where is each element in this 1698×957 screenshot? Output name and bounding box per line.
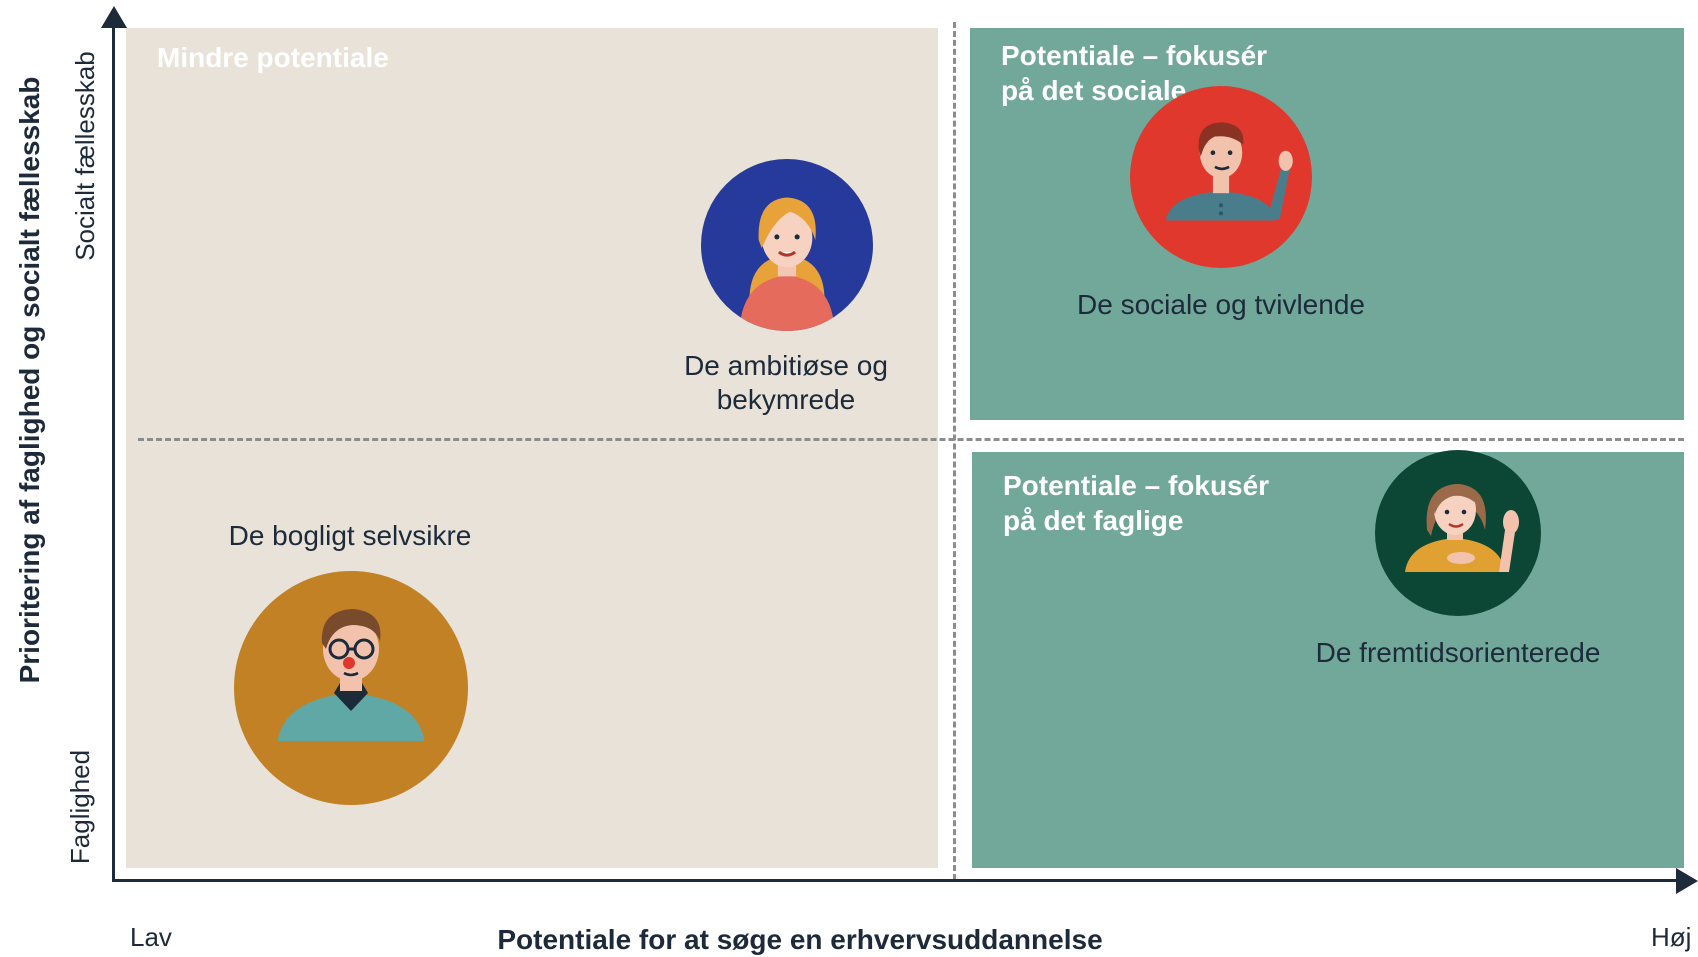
persona-label-social: De sociale og tvivlende [1077, 289, 1365, 320]
persona-label-ambitious: De ambitiøse og bekymrede [684, 350, 888, 415]
quadrant-title-social-focus: Potentiale – fokusér på det sociale [1001, 40, 1268, 106]
man-glasses-avatar-icon [278, 609, 424, 741]
y-axis-high-label: Socialt fællesskab [70, 51, 100, 261]
quadrant-title-mindre-potentiale: Mindre potentiale [157, 42, 389, 73]
x-axis-title: Potentiale for at søge en erhvervsuddann… [497, 924, 1103, 955]
x-axis-high-label: Høj [1651, 922, 1692, 952]
persona-label-future: De fremtidsorienterede [1315, 637, 1601, 668]
y-axis-low-label: Faglighed [65, 749, 95, 865]
x-axis-low-label: Lav [130, 922, 172, 952]
y-axis-title: Prioritering af faglighed og socialt fæl… [14, 76, 45, 684]
quadrant-title-academic-focus: Potentiale – fokusér på det faglige [1003, 470, 1270, 536]
y-axis-arrowhead [101, 6, 127, 28]
quadrant-top-right-background [970, 28, 1684, 420]
persona-avatar-social [1130, 86, 1312, 268]
persona-avatar-future [1375, 450, 1541, 616]
persona-label-confident: De bogligt selvsikre [228, 520, 472, 551]
man-waving-avatar-icon [1166, 122, 1293, 221]
x-axis-line [112, 879, 1686, 882]
quadrant-bottom-right-background [972, 452, 1684, 868]
vertical-divider [953, 22, 956, 880]
x-axis-arrowhead [1676, 868, 1698, 894]
horizontal-divider [138, 438, 1684, 441]
persona-avatar-ambitious [701, 159, 873, 331]
woman-blonde-avatar-icon [739, 197, 835, 331]
woman-brown-hair-avatar-icon [1405, 484, 1519, 572]
persona-avatar-confident [234, 571, 468, 805]
y-axis-line [112, 20, 115, 882]
